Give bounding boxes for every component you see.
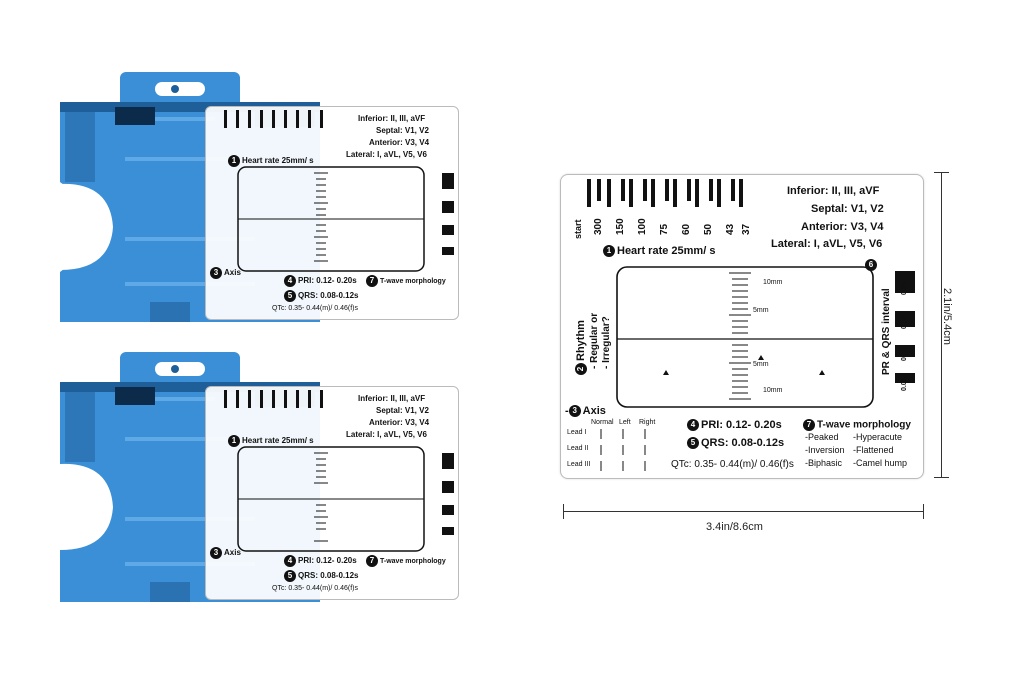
step-6-icon: 6 [865, 259, 879, 271]
rate-tick-label: 75 [659, 223, 670, 235]
step-4-icon: 4 [687, 419, 699, 432]
twave-item: -Hyperacute [853, 432, 903, 442]
ecg-card-graphics [224, 390, 454, 552]
rate-tick-label: 100 [637, 218, 648, 235]
axis-col-normal: Normal [591, 419, 614, 426]
axis-row: Lead III [567, 461, 591, 468]
ecg-card-graphics [587, 179, 915, 471]
axis-col-left: Left [619, 419, 631, 426]
rhythm-label: 2Rhythm [575, 320, 588, 375]
rhythm-line3: - Irregular? [601, 316, 612, 369]
height-dimension-tick-bottom [934, 477, 949, 478]
leads-septal: Septal: V1, V2 [376, 406, 429, 415]
leads-septal: Septal: V1, V2 [376, 126, 429, 135]
step-1-icon: 1 [603, 245, 615, 258]
qtc-label: QTc: 0.35- 0.44(m)/ 0.46(f)s [272, 585, 358, 592]
leads-anterior: Anterior: V3, V4 [801, 221, 884, 233]
axis-row: Lead II [567, 445, 589, 452]
rate-tick-label: 150 [615, 218, 626, 235]
step-1-icon: 1 [228, 155, 240, 167]
leads-lateral: Lateral: I, aVL, V5, V6 [346, 150, 427, 159]
axis-row: Lead I [567, 429, 587, 436]
twave-item: -Inversion [805, 445, 845, 455]
rate-tick-label: 60 [681, 223, 692, 235]
twave-item: -Camel hump [853, 458, 908, 468]
qtc-label: QTc: 0.35- 0.44(m)/ 0.46(f)s [671, 459, 794, 470]
rate-tick-label: 50 [703, 223, 714, 235]
twave-item: -Biphasic [805, 458, 843, 468]
leads-anterior: Anterior: V3, V4 [369, 138, 430, 147]
mm-label: 5mm [753, 361, 769, 368]
width-dimension-line [563, 511, 924, 512]
interval-tick: 0.20 [901, 281, 908, 295]
leads-inferior: Inferior: II, III, aVF [787, 185, 880, 197]
width-dimension-tick-right [923, 504, 924, 519]
mm-label: 10mm [763, 387, 783, 394]
rhythm-line2: - Regular or [589, 312, 600, 369]
width-dimension-label: 3.4in/8.6cm [706, 521, 763, 533]
height-dimension-line [941, 172, 942, 478]
axis-col-right: Right [639, 419, 656, 426]
leads-anterior: Anterior: V3, V4 [369, 418, 430, 427]
mm-label: 10mm [763, 279, 783, 286]
rate-tick-label: 43 [725, 223, 736, 235]
interval-label: PR & QRS interval [881, 288, 892, 375]
interval-tick: 0.08 [901, 377, 908, 391]
interval-tick: 0.12 [901, 347, 908, 361]
step-3-icon: 3 [568, 405, 581, 418]
qtc-label: QTc: 0.35- 0.44(m)/ 0.46(f)s [272, 305, 358, 312]
leads-inferior: Inferior: II, III, aVF [358, 394, 426, 403]
ecg-card-large: start 300 150 100 75 60 50 43 37 Inferio… [560, 174, 924, 479]
twave-item: -Flattened [853, 445, 894, 455]
leads-septal: Septal: V1, V2 [811, 203, 884, 215]
height-dimension-label: 2.1in/5.4cm [941, 288, 953, 345]
rate-tick-label: 300 [593, 218, 604, 235]
width-dimension-tick-left [563, 504, 564, 519]
ecg-card-top: Inferior: II, III, aVF Septal: V1, V2 An… [205, 106, 459, 320]
interval-tick: 0.16 [901, 315, 908, 329]
step-7-icon: 7 [803, 419, 815, 431]
step-2-icon: 2 [575, 363, 588, 375]
mm-label: 5mm [753, 307, 769, 314]
ecg-card-graphics [224, 110, 454, 272]
ecg-card-bottom: Inferior: II, III, aVF Septal: V1, V2 An… [205, 386, 459, 600]
step-5-icon: 5 [687, 437, 699, 450]
height-dimension-tick-top [934, 172, 949, 173]
rate-tick-label: 37 [741, 223, 752, 235]
leads-inferior: Inferior: II, III, aVF [358, 114, 426, 123]
rate-start-label: start [573, 219, 583, 239]
twave-item: -Peaked [805, 432, 839, 442]
leads-lateral: Lateral: I, aVL, V5, V6 [771, 238, 883, 250]
leads-lateral: Lateral: I, aVL, V5, V6 [346, 430, 427, 439]
